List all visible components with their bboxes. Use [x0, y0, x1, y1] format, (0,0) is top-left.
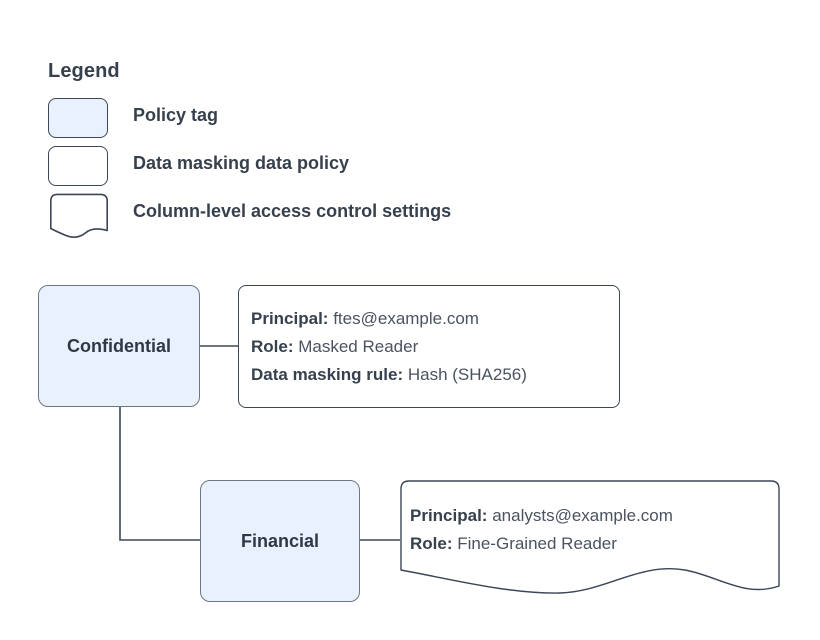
- card-access-row-principal: Principal: analysts@example.com: [410, 502, 673, 530]
- card-access-value-principal: analysts@example.com: [492, 506, 673, 525]
- legend-swatch-data-masking-policy-icon: [48, 146, 108, 186]
- card-policy-row-masking-rule: Data masking rule: Hash (SHA256): [251, 361, 527, 389]
- node-confidential-label: Confidential: [67, 335, 171, 356]
- legend-label-data-masking-policy: Data masking data policy: [133, 153, 350, 173]
- card-access-value-role: Fine-Grained Reader: [457, 534, 617, 553]
- card-access-key-principal: Principal:: [410, 506, 488, 525]
- legend-swatch-policy-tag-icon: [48, 98, 108, 138]
- legend-label-policy-tag: Policy tag: [133, 105, 219, 125]
- card-access-key-role: Role:: [410, 534, 453, 553]
- card-policy-key-masking-rule: Data masking rule:: [251, 365, 404, 384]
- legend-swatch-column-level-access-icon: [48, 192, 108, 238]
- card-policy-row-principal: Principal: ftes@example.com: [251, 305, 527, 333]
- card-access-wavy-frame: [400, 480, 780, 594]
- card-policy-key-role: Role:: [251, 337, 294, 356]
- node-financial-label: Financial: [240, 530, 320, 551]
- node-confidential[interactable]: Confidential: [38, 285, 200, 407]
- legend-label-column-level-access: Column-level access control settings: [133, 201, 452, 221]
- card-data-masking-policy[interactable]: Principal: ftes@example.com Role: Masked…: [238, 285, 620, 408]
- card-policy-value-masking-rule: Hash (SHA256): [407, 365, 527, 384]
- card-policy-value-principal: ftes@example.com: [333, 309, 479, 328]
- card-access-row-role: Role: Fine-Grained Reader: [410, 530, 673, 558]
- edge-confidential-to-financial: [119, 407, 200, 541]
- card-access-text: Principal: analysts@example.com Role: Fi…: [410, 502, 673, 558]
- card-policy-value-role: Masked Reader: [298, 337, 419, 356]
- card-policy-row-role: Role: Masked Reader: [251, 333, 527, 361]
- card-policy-text: Principal: ftes@example.com Role: Masked…: [251, 305, 527, 389]
- card-column-level-access[interactable]: Principal: analysts@example.com Role: Fi…: [400, 480, 780, 595]
- node-financial[interactable]: Financial: [200, 480, 360, 602]
- legend-title: Legend: [48, 60, 120, 82]
- card-policy-key-principal: Principal:: [251, 309, 329, 328]
